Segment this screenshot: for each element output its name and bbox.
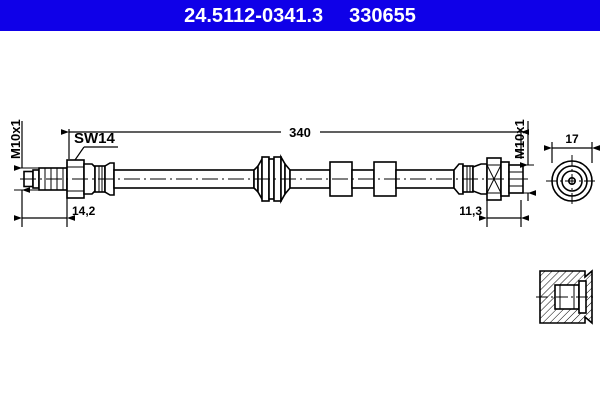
end-view-diameter-value: 17 bbox=[565, 132, 579, 146]
drawing-area: 340 M10x1 SW14 14,2 bbox=[0, 31, 600, 400]
right-fitting-dimension bbox=[479, 200, 529, 227]
overall-length-dimension bbox=[61, 129, 529, 159]
right-fitting-length-value: 11,3 bbox=[459, 204, 482, 218]
end-view-diameter-dimension bbox=[544, 142, 600, 163]
reference-number-label: 330655 bbox=[349, 4, 416, 27]
left-fitting-dimension bbox=[14, 162, 75, 227]
sw14-leader-line bbox=[74, 146, 118, 161]
left-fitting-length-value: 14,2 bbox=[72, 204, 96, 218]
section-detail-view bbox=[536, 269, 596, 325]
right-thread-dimension bbox=[520, 121, 536, 201]
hose-assembly bbox=[20, 153, 528, 205]
header-banner: 24.5112-0341.3 330655 bbox=[0, 0, 600, 31]
right-thread-label: M10x1 bbox=[512, 119, 527, 159]
overall-length-value: 340 bbox=[289, 125, 311, 140]
part-number-label: 24.5112-0341.3 bbox=[184, 4, 324, 27]
wrench-size-label: SW14 bbox=[74, 130, 116, 147]
left-thread-label: M10x1 bbox=[8, 119, 23, 159]
left-thread-dimension bbox=[14, 121, 40, 197]
end-view-centerlines bbox=[546, 155, 598, 207]
technical-drawing-svg: 340 M10x1 SW14 14,2 bbox=[8, 119, 600, 325]
